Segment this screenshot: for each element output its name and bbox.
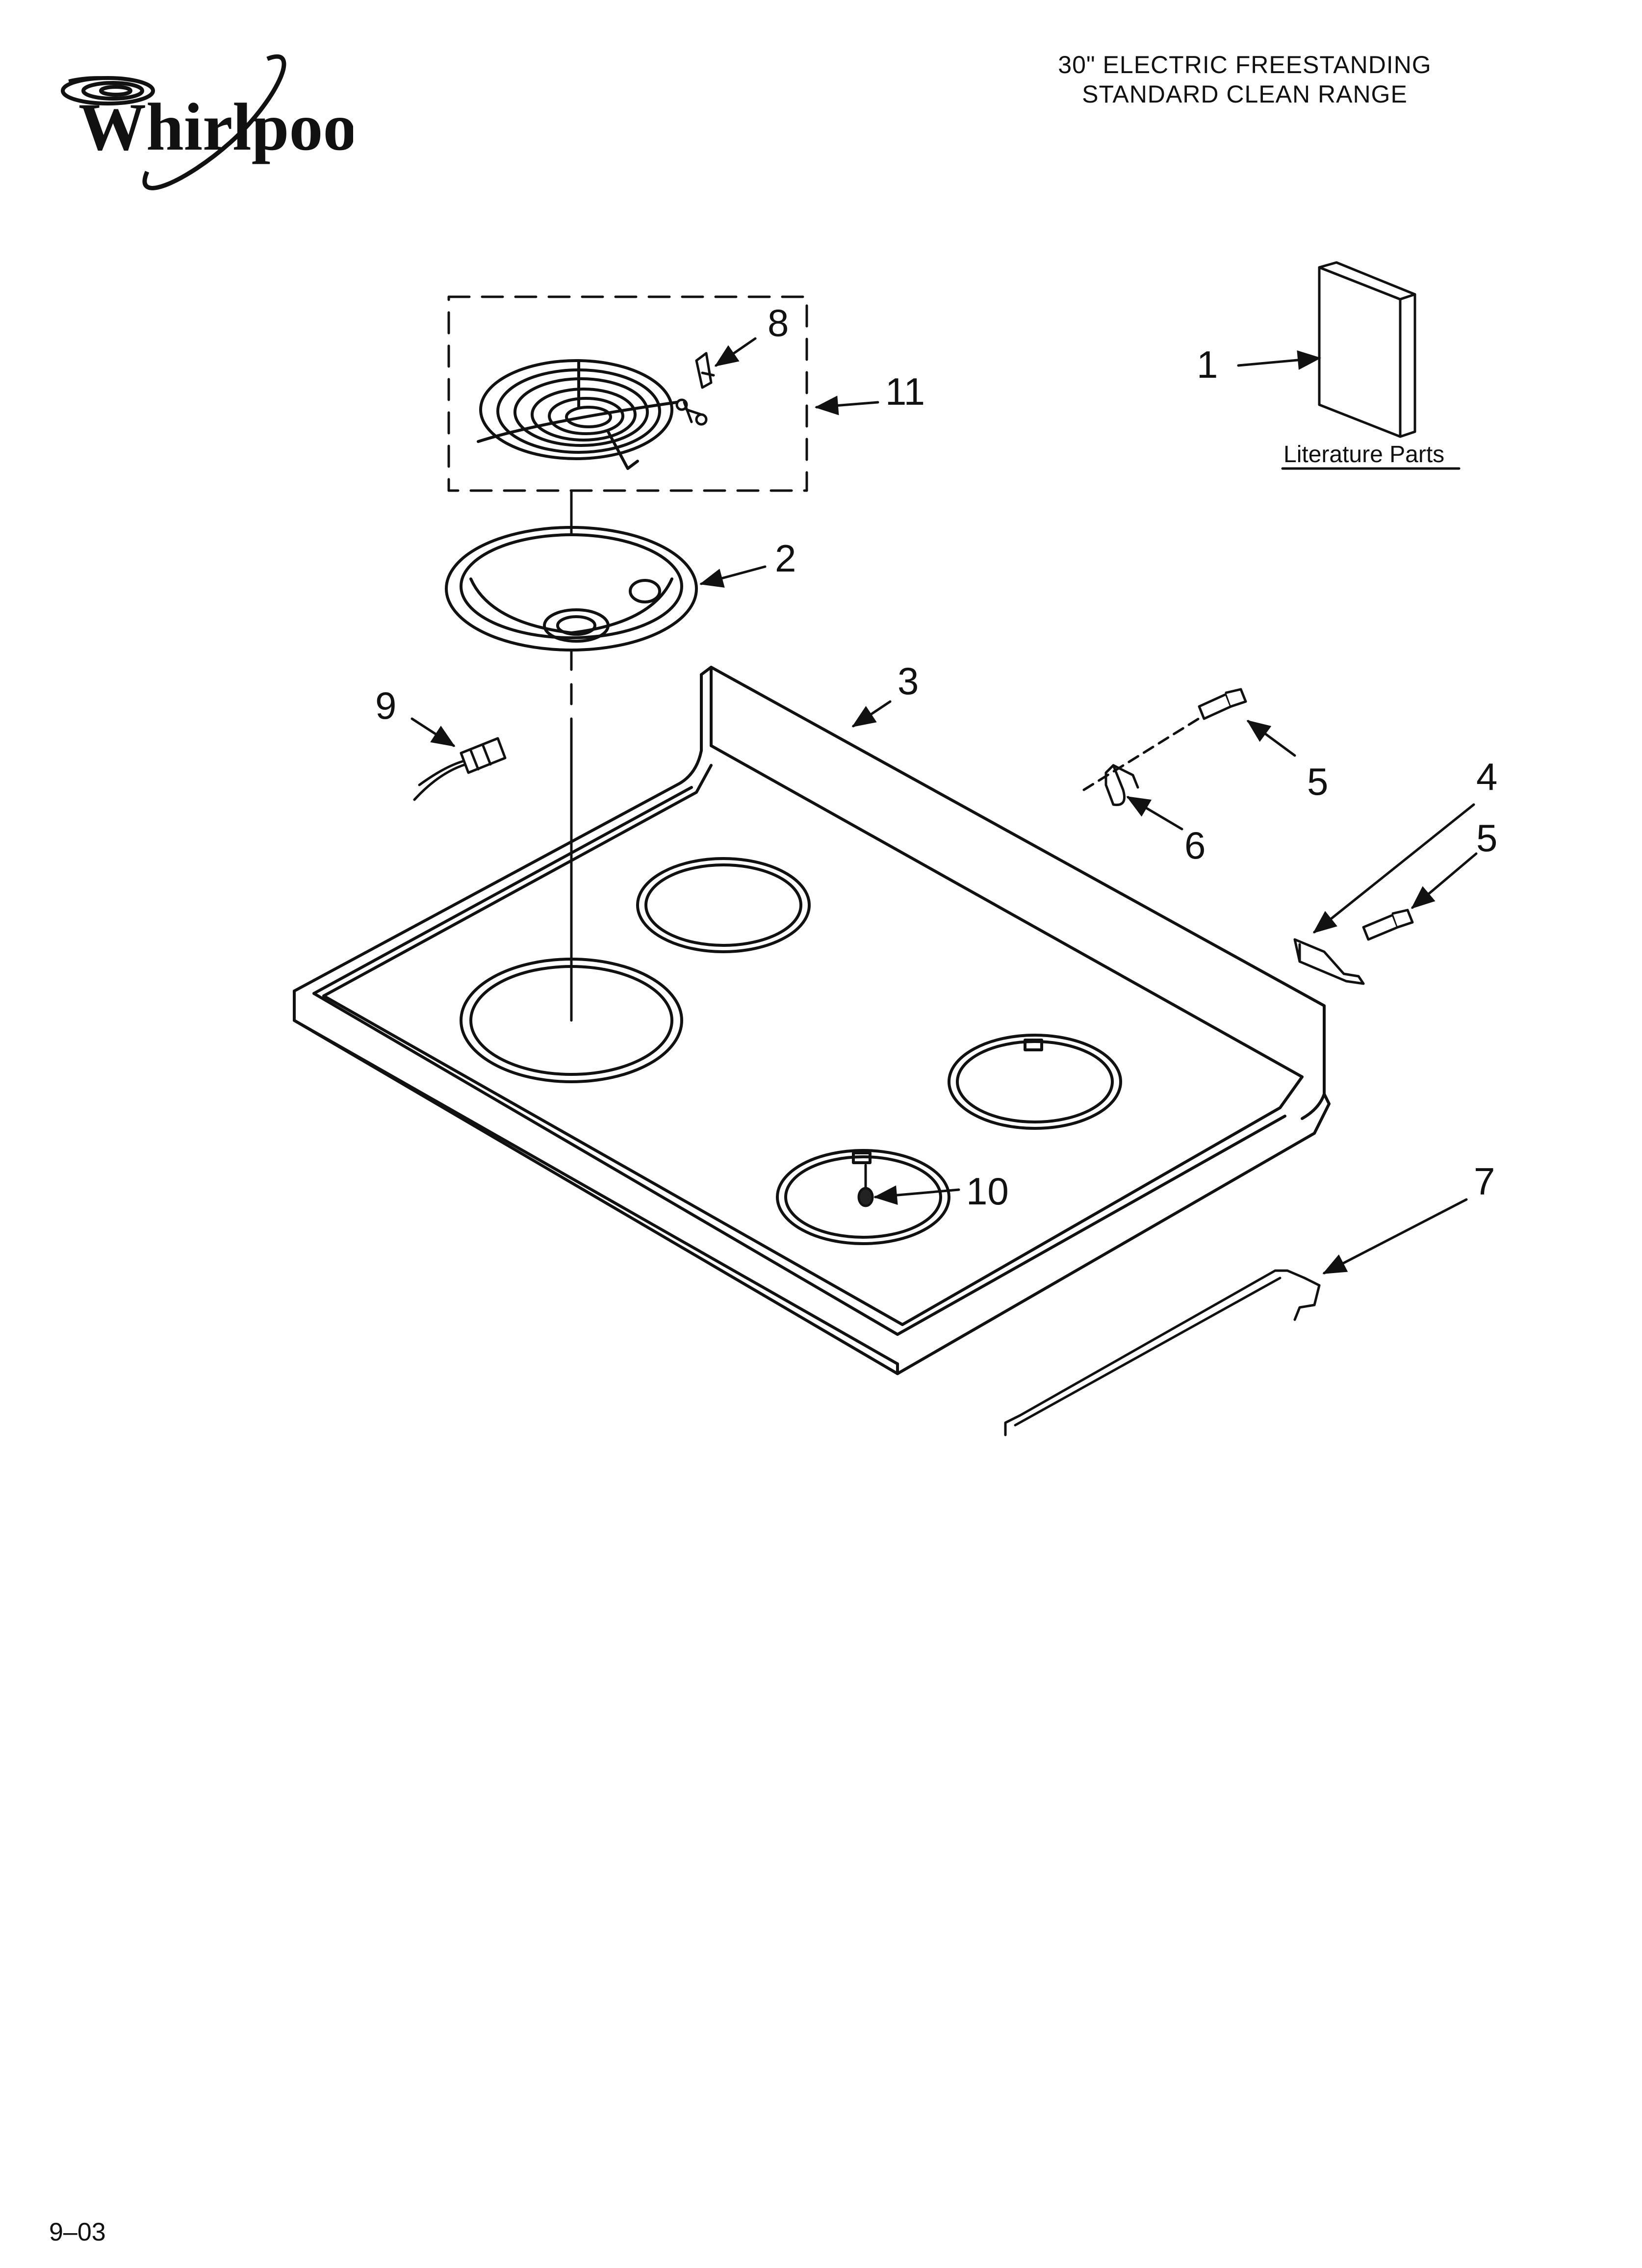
leader-10 [873,1185,960,1205]
leader-9 [410,717,456,747]
logo-wordmark: Whirlpool [78,89,353,164]
cooktop [293,666,1331,1375]
leader-6 [1126,796,1183,831]
literature-parts-label: Literature Parts [1283,442,1444,468]
burner-opening-front-left [460,958,683,1083]
callout-1: 1 [1197,343,1218,386]
callout-4: 4 [1476,755,1497,798]
callout-11: 11 [885,370,925,413]
leader-5-lower [1411,852,1478,909]
burner-opening-front-right [776,1149,950,1245]
leader-8 [714,337,757,367]
wire-connector [413,737,507,801]
callout-7: 7 [1474,1160,1495,1203]
leader-2 [699,565,767,588]
callout-8: 8 [768,301,789,344]
callout-9: 9 [375,684,396,727]
leader-1 [1237,350,1321,370]
callout-5-lower: 5 [1476,816,1497,860]
literature-booklet [1281,261,1461,470]
screw-5-lower [1362,909,1414,941]
whirlpool-logo: Whirlpool [61,54,353,190]
hinge-bracket [1082,712,1208,807]
leader-5-upper [1246,720,1296,757]
screw-5-upper [1198,688,1247,720]
leader-11 [815,395,879,416]
callout-10: 10 [966,1170,1009,1213]
title-line-1: 30" ELECTRIC FREESTANDING [1058,51,1432,78]
drip-bowl [445,526,698,652]
support-rod [1004,1269,1321,1436]
side-clip [1293,938,1365,985]
leader-4 [1312,803,1475,934]
diagram-title: 30" ELECTRIC FREESTANDING STANDARD CLEAN… [950,50,1539,109]
burner-opening-rear-right [948,1034,1122,1130]
callout-6: 6 [1184,824,1206,867]
surface-element-coil [477,359,678,470]
title-line-2: STANDARD CLEAN RANGE [1082,80,1408,108]
burner-opening-rear-left [636,857,811,953]
terminal-clip [675,352,715,426]
leader-3 [851,700,892,728]
callout-5-upper: 5 [1307,760,1328,803]
element-assembly-box [447,295,808,492]
callout-3: 3 [898,659,919,703]
logo-swirl-icon [61,54,286,190]
leader-7 [1322,1198,1468,1275]
date-code: 9–03 [49,2218,106,2246]
callout-2: 2 [775,537,796,580]
screw-10 [857,1164,874,1207]
